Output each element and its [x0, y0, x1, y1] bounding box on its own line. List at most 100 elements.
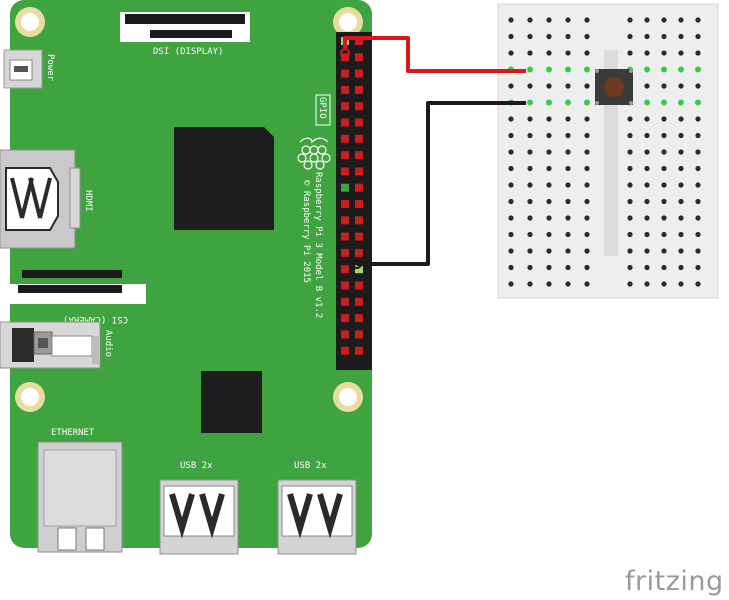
gpio-pin — [341, 330, 349, 339]
breadboard-hole — [695, 17, 701, 23]
breadboard-hole — [678, 83, 684, 89]
ethernet-port — [37, 441, 123, 553]
breadboard-hole — [527, 132, 533, 139]
breadboard-hole — [565, 116, 571, 122]
breadboard-hole — [644, 231, 650, 238]
breadboard-hole — [627, 149, 633, 155]
gpio-pin — [341, 151, 349, 160]
power-label: Power — [45, 54, 55, 82]
breadboard-hole — [565, 83, 571, 89]
breadboard-hole — [508, 182, 514, 188]
breadboard-hole — [584, 17, 590, 23]
breadboard — [497, 3, 719, 299]
breadboard-hole — [508, 116, 514, 122]
breadboard-hole — [546, 165, 552, 172]
pushbutton — [595, 69, 633, 105]
gpio-pin — [355, 265, 363, 274]
ethernet-label: ETHERNET — [51, 428, 95, 438]
breadboard-hole — [508, 281, 514, 287]
breadboard-hole — [695, 116, 701, 122]
breadboard-hole — [508, 149, 514, 155]
breadboard-hole — [546, 33, 552, 40]
fritzing-watermark: fritzing — [625, 566, 724, 597]
breadboard-hole — [695, 83, 701, 89]
breadboard-hole — [546, 198, 552, 205]
breadboard-hole — [644, 83, 650, 89]
breadboard-hole — [584, 281, 590, 287]
breadboard-hole — [584, 248, 590, 254]
breadboard-hole — [527, 281, 533, 287]
gpio-pin — [341, 314, 349, 323]
usb-port-right — [277, 479, 357, 555]
breadboard-hole — [644, 66, 650, 73]
breadboard-hole — [565, 33, 571, 40]
breadboard-hole — [678, 281, 684, 287]
breadboard-hole — [546, 17, 552, 23]
breadboard-hole — [661, 116, 667, 122]
gpio-pin — [341, 183, 349, 192]
breadboard-hole — [644, 281, 650, 287]
breadboard-hole — [661, 149, 667, 155]
breadboard-hole — [695, 198, 701, 205]
breadboard-hole — [678, 33, 684, 40]
breadboard-hole — [661, 248, 667, 254]
breadboard-hole — [565, 281, 571, 287]
breadboard-hole — [565, 149, 571, 155]
breadboard-hole — [644, 215, 650, 221]
raspberry-logo-icon — [297, 137, 331, 170]
breadboard-hole — [627, 116, 633, 122]
breadboard-hole — [508, 264, 514, 271]
breadboard-hole — [627, 215, 633, 221]
breadboard-hole — [661, 17, 667, 23]
breadboard-hole — [565, 198, 571, 205]
breadboard-hole — [584, 182, 590, 188]
breadboard-hole — [661, 33, 667, 40]
breadboard-hole — [678, 165, 684, 172]
breadboard-hole — [527, 165, 533, 172]
breadboard-hole — [627, 50, 633, 56]
audio-jack — [0, 321, 101, 369]
breadboard-hole — [627, 17, 633, 23]
breadboard-hole — [527, 264, 533, 271]
gpio-pins — [341, 37, 363, 355]
gpio-pin — [341, 102, 349, 111]
breadboard-hole — [695, 66, 701, 73]
breadboard-hole — [584, 215, 590, 221]
breadboard-hole — [584, 83, 590, 89]
dsi-label: DSI (DISPLAY) — [153, 47, 223, 57]
pushbutton-cap — [604, 77, 624, 97]
raspberry-pi-board: DSI (DISPLAY) Power HDMI CSI (CAMERA) — [0, 0, 372, 555]
breadboard-hole — [527, 66, 533, 73]
breadboard-hole — [678, 198, 684, 205]
breadboard-hole — [584, 66, 590, 73]
breadboard-hole — [584, 198, 590, 205]
breadboard-hole — [546, 132, 552, 139]
gpio-pin — [355, 248, 363, 257]
breadboard-hole — [644, 248, 650, 254]
gpio-pin — [355, 102, 363, 111]
breadboard-hole — [695, 215, 701, 221]
breadboard-hole — [565, 165, 571, 172]
breadboard-hole — [661, 50, 667, 56]
gpio-pin — [355, 183, 363, 192]
breadboard-hole — [565, 264, 571, 271]
breadboard-hole — [565, 231, 571, 238]
breadboard-hole — [508, 248, 514, 254]
breadboard-hole — [661, 83, 667, 89]
gpio-pin — [355, 297, 363, 306]
breadboard-hole — [695, 132, 701, 139]
breadboard-hole — [661, 198, 667, 205]
breadboard-hole — [661, 264, 667, 271]
breadboard-hole — [678, 231, 684, 238]
breadboard-hole — [678, 149, 684, 155]
gpio-pin — [355, 53, 363, 62]
gpio-pin — [341, 69, 349, 78]
breadboard-hole — [565, 248, 571, 254]
breadboard-hole — [584, 132, 590, 139]
soc-chip — [174, 127, 274, 230]
gpio-pin — [355, 69, 363, 78]
gpio-pin — [341, 265, 349, 274]
breadboard-hole — [678, 182, 684, 188]
dsi-connector — [120, 12, 250, 42]
